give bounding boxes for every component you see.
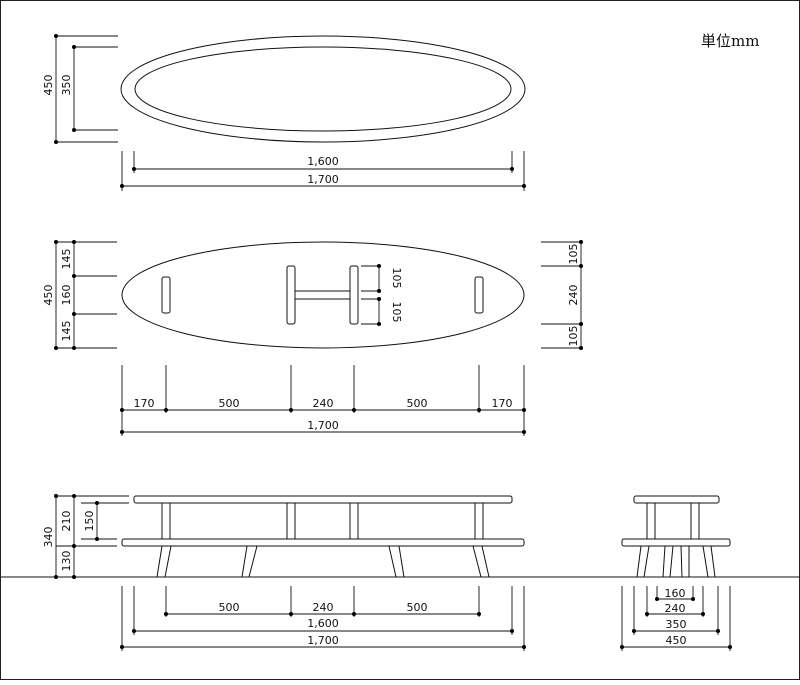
front-total-height-label: 340 [42, 527, 55, 548]
leg-slot-center-right [349, 265, 359, 325]
base-leg-2 [241, 545, 258, 578]
front-spacing-label-2: 240 [313, 601, 334, 614]
brace-offset-label-2: 105 [390, 302, 403, 323]
top-outer-length-label: 1,700 [307, 173, 339, 186]
leg-slot-center-left [286, 265, 296, 325]
bottom-height-label-2: 160 [60, 285, 73, 306]
side-upper-tabletop [633, 495, 720, 504]
leg-slot-left [161, 276, 171, 314]
side-leg-3 [680, 545, 690, 578]
post-3 [349, 502, 359, 540]
bottom-height-label-3: 145 [60, 321, 73, 342]
tabletop-inner-outline [134, 46, 512, 132]
front-base-length-label: 1,700 [307, 634, 339, 647]
top-outer-height-label: 450 [42, 75, 55, 96]
post-4 [474, 502, 484, 540]
front-lower-height-label: 130 [60, 551, 73, 572]
leg-spacing-label-1: 170 [134, 397, 155, 410]
top-view: 450 350 1,600 1,700 [42, 34, 526, 191]
front-upper-height-label: 210 [60, 511, 73, 532]
side-width-label-4: 450 [666, 634, 687, 647]
leg-spacing-label-5: 170 [492, 397, 513, 410]
base-leg-4 [472, 545, 490, 578]
lower-base [121, 538, 525, 547]
side-leg-2 [662, 545, 674, 578]
bottom-total-length-label: 1,700 [307, 419, 339, 432]
bottom-view: 450 145 160 145 105 105 105 240 105 [42, 240, 583, 436]
upper-tabletop [133, 495, 513, 504]
right-height-label-3: 105 [567, 326, 580, 347]
side-post-2 [690, 502, 700, 540]
side-leg-4 [702, 545, 716, 578]
bottom-height-label-1: 145 [60, 249, 73, 270]
front-spacing-label-3: 500 [407, 601, 428, 614]
leg-spacing-label-2: 500 [219, 397, 240, 410]
top-inner-length-label: 1,600 [307, 155, 339, 168]
side-post-1 [646, 502, 656, 540]
base-leg-3 [388, 545, 405, 578]
top-inner-height-label: 350 [60, 75, 73, 96]
tabletop-underside-outline [121, 241, 525, 349]
post-1 [161, 502, 171, 540]
side-width-label-2: 240 [665, 602, 686, 615]
front-spacing-label-1: 500 [219, 601, 240, 614]
brace-offset-label-1: 105 [390, 268, 403, 289]
side-width-label-1: 160 [665, 587, 686, 600]
right-height-label-1: 105 [567, 244, 580, 265]
bottom-total-height-label: 450 [42, 285, 55, 306]
front-top-length-label: 1,600 [307, 617, 339, 630]
leg-spacing-label-3: 240 [313, 397, 334, 410]
side-leg-1 [636, 545, 650, 578]
front-gap-height-label: 150 [83, 511, 96, 532]
center-brace [294, 290, 351, 300]
side-view: 160 240 350 450 [620, 495, 732, 651]
leg-spacing-label-4: 500 [407, 397, 428, 410]
right-height-label-2: 240 [567, 285, 580, 306]
side-width-label-3: 350 [666, 618, 687, 631]
tabletop-outer-outline [120, 35, 526, 143]
post-2 [286, 502, 296, 540]
leg-slot-right [474, 276, 484, 314]
base-leg-1 [156, 545, 172, 578]
unit-label: 単位mm [701, 32, 759, 50]
side-lower-base [621, 538, 731, 547]
